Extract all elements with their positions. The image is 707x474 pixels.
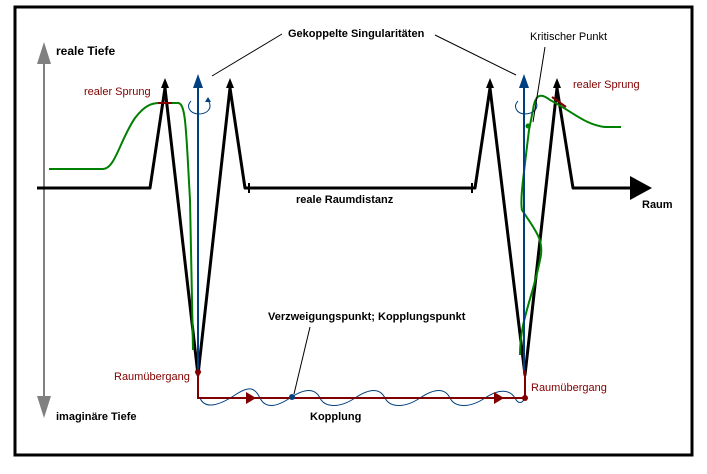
coupling-wave <box>199 388 526 406</box>
peak-arrow-tips <box>161 78 561 88</box>
pointer-line <box>532 46 546 123</box>
green-curve-right <box>519 94 621 356</box>
branch-point-dot <box>289 394 295 400</box>
coupling-path <box>195 369 528 404</box>
space-transition-left-label: Raumübergang <box>114 371 190 383</box>
imaginary-depth-label: imaginäre Tiefe <box>56 411 137 423</box>
real-jump-right-label: realer Sprung <box>573 79 640 91</box>
frame <box>13 5 694 457</box>
real-depth-label: reale Tiefe <box>56 44 116 58</box>
singularity-arrow-right <box>515 74 538 372</box>
real-space-distance-label: reale Raumdistanz <box>296 194 394 206</box>
coupling-label: Kopplung <box>310 411 362 423</box>
branch-point-label: Verzweigungspunkt; Kopplungspunkt <box>268 311 466 323</box>
critical-point-label: Kritischer Punkt <box>530 31 608 43</box>
space-label: Raum <box>642 199 673 211</box>
singularity-arrow-left <box>188 74 211 372</box>
coupled-singularities-label: Gekoppelte Singularitäten <box>288 28 425 40</box>
pointer-line <box>293 326 311 395</box>
green-curve-left <box>49 102 194 351</box>
depth-axis <box>37 42 51 418</box>
pointer-line <box>434 34 517 76</box>
pointer-line <box>211 33 283 77</box>
space-curve <box>37 86 630 377</box>
real-jump-left-label: realer Sprung <box>84 86 151 98</box>
critical-point-dot <box>525 123 531 129</box>
space-arrow-head <box>630 176 652 200</box>
space-transition-right-label: Raumübergang <box>531 382 607 394</box>
